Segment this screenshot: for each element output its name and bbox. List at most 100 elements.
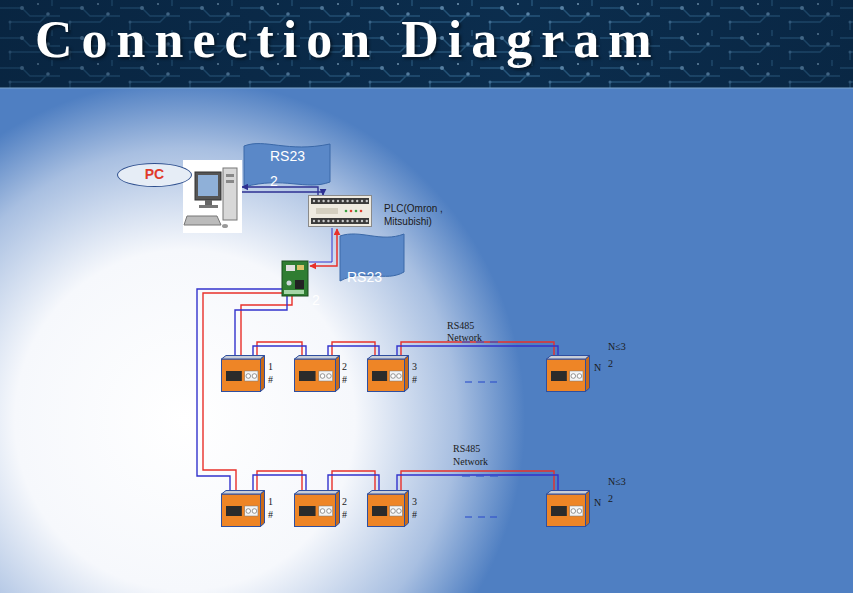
device-top (222, 356, 265, 360)
device-number: N≤3 2 (608, 473, 630, 507)
bus-line (332, 471, 375, 490)
connector-label: RS485 Network (453, 442, 495, 468)
board-component (287, 281, 292, 286)
rs485-device: 2 # (294, 355, 340, 392)
terminal-screw (346, 220, 348, 222)
node-picture (546, 355, 590, 392)
dash (490, 341, 498, 342)
bus-line (328, 475, 379, 490)
device-side (336, 491, 340, 527)
rs485-device: 1 # (221, 355, 265, 392)
device-top (368, 491, 409, 495)
status-led (360, 210, 363, 213)
dash (462, 341, 470, 342)
computer: PC (183, 160, 242, 233)
device-display (226, 371, 242, 381)
device-knob (571, 509, 576, 514)
continuation-dashes (462, 342, 498, 517)
terminal-screw (318, 220, 320, 222)
device-side (586, 356, 590, 392)
connector-label: RS23 2 (270, 144, 310, 194)
serial-wire (309, 228, 332, 262)
dash (490, 475, 498, 476)
device-top (547, 491, 590, 495)
terminal-screw (356, 200, 358, 202)
board-terminal (284, 290, 304, 294)
monitor-screen (198, 175, 218, 196)
rs485-link (397, 342, 558, 355)
dash (490, 516, 497, 517)
terminal-screw (361, 220, 363, 222)
connector-label: RS485 Network (447, 320, 489, 344)
device-knob (246, 509, 251, 514)
dash (478, 516, 485, 517)
device-body (547, 494, 586, 527)
rs485-device: 2 # (294, 490, 340, 527)
node-picture (367, 355, 409, 392)
device-panel (570, 371, 583, 381)
device-knob (397, 509, 402, 514)
terminal-screw (337, 200, 339, 202)
body-gradient (0, 88, 853, 593)
board-chip (295, 280, 304, 289)
board-component (286, 265, 295, 271)
terminal-screw (356, 220, 358, 222)
device-number: 3 # (412, 360, 422, 386)
board-component (297, 265, 304, 270)
device-panel (390, 506, 403, 516)
device-display (372, 371, 387, 381)
device-number: N≤3 2 (608, 338, 630, 372)
device-number: 2 # (342, 495, 352, 521)
device-knob (391, 374, 396, 379)
link-line (242, 192, 323, 195)
bus-wire (197, 289, 283, 490)
terminal-screw (318, 200, 320, 202)
device-side (261, 491, 265, 527)
device-top (368, 356, 409, 360)
keyboard (184, 216, 221, 225)
rs485-device: 3 # (367, 355, 409, 392)
device-side (261, 356, 265, 392)
status-led (355, 210, 358, 213)
rs485-link (397, 471, 558, 490)
device-knob (577, 374, 582, 379)
terminal-screw (327, 220, 329, 222)
device-number: N (594, 496, 606, 509)
mouse (222, 224, 228, 228)
device-number: 2 # (342, 360, 352, 386)
node-picture (221, 355, 265, 392)
device-number: N (594, 361, 606, 374)
rs485-device: NN≤3 2 (546, 490, 590, 527)
header-band (0, 0, 853, 88)
device-knob (252, 374, 257, 379)
rs485-link (253, 471, 306, 490)
terminal-screw (346, 200, 348, 202)
rs485-device: 3 # (367, 490, 409, 527)
dash (478, 381, 485, 382)
terminal-screw (337, 220, 339, 222)
device-display (299, 506, 316, 516)
device-body (295, 359, 336, 392)
bus-line (253, 475, 306, 490)
terminal-strip (311, 218, 369, 224)
node-label: PLC(Omron , Mitsubishi) (384, 202, 446, 228)
rs485-link (328, 342, 379, 355)
node-picture (221, 490, 265, 527)
drive-bay (226, 180, 234, 183)
device-knob (397, 374, 402, 379)
terminal-screw (351, 220, 353, 222)
device-knob (391, 509, 396, 514)
device-top (295, 491, 340, 495)
terminal-screw (342, 200, 344, 202)
device-body (222, 359, 261, 392)
plc-unit: PLC(Omron , Mitsubishi) (308, 195, 372, 227)
device-top (547, 356, 590, 360)
node-picture (367, 490, 409, 527)
device-number: 1 # (268, 360, 278, 386)
bus-line (401, 342, 554, 355)
bus-line (257, 342, 302, 355)
plc-panel (316, 208, 338, 214)
